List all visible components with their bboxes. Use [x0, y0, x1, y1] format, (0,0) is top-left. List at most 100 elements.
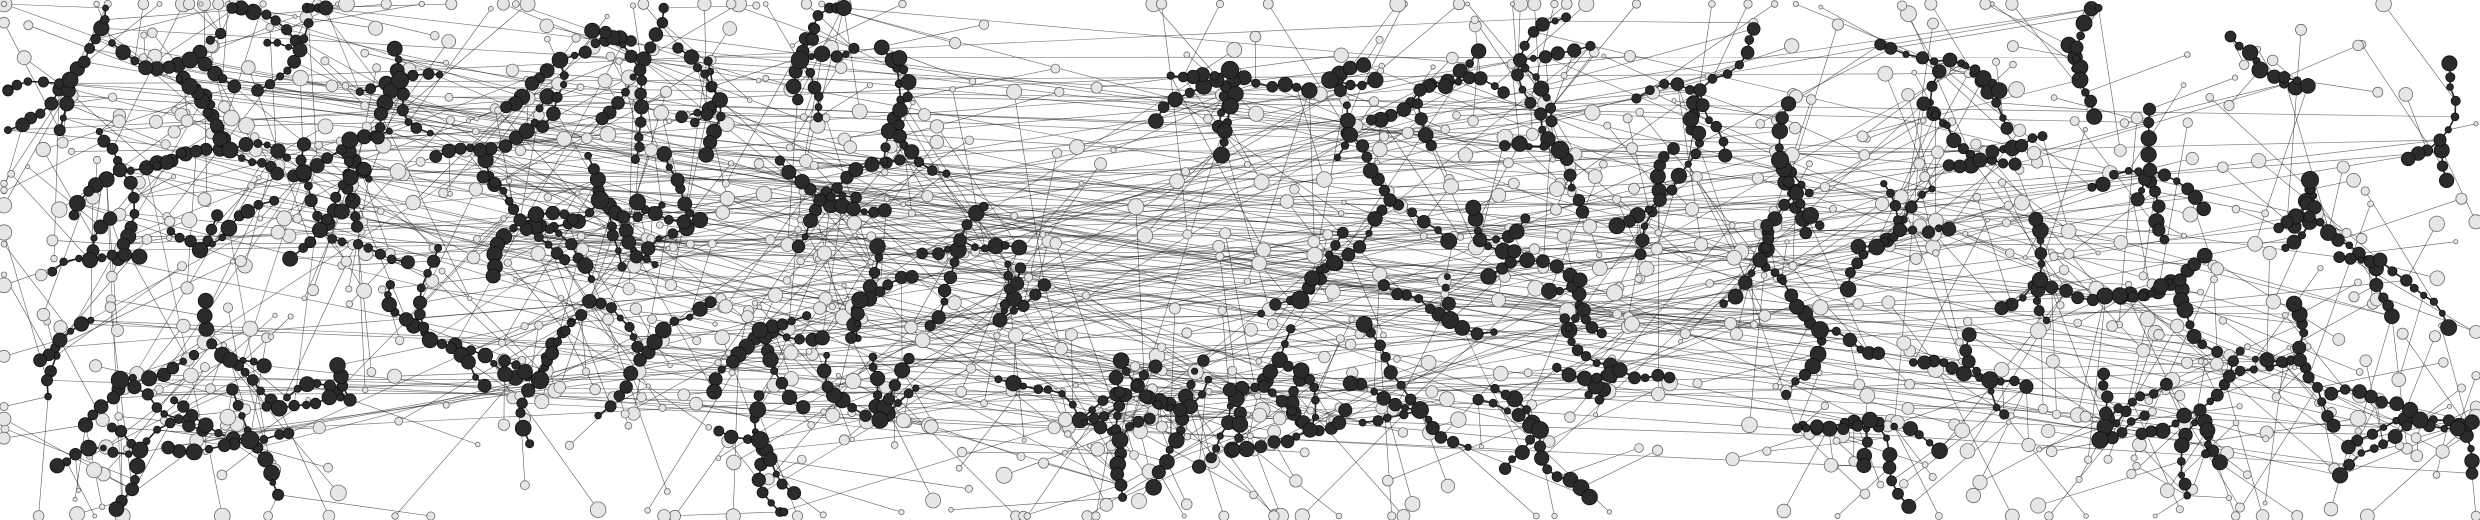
leaf-node [900, 201, 906, 208]
cross-link-edge [689, 115, 1391, 318]
core-node [1473, 71, 1488, 86]
core-node [1033, 384, 1044, 395]
core-node [44, 96, 59, 111]
core-node [1361, 151, 1373, 163]
leaf-node [0, 224, 13, 241]
core-node [1282, 360, 1294, 372]
leaf-node [1792, 1, 1799, 7]
core-node [1332, 415, 1347, 430]
core-node [209, 118, 224, 133]
core-node [663, 214, 674, 225]
leaf-node [622, 282, 636, 296]
core-node [161, 440, 175, 455]
core-node [874, 253, 884, 262]
leaf-node [1935, 512, 1943, 520]
core-node [272, 488, 285, 501]
core-node [1480, 268, 1497, 285]
core-node [472, 373, 480, 381]
leaf-node [620, 409, 630, 419]
leaf-edge [817, 84, 871, 118]
core-node [703, 56, 713, 66]
core-node [497, 366, 513, 383]
leaf-node [782, 276, 792, 285]
leaf-edge [1709, 283, 1849, 290]
core-node [1670, 77, 1685, 91]
leaf-edge [74, 424, 86, 500]
leaf-node [719, 190, 735, 207]
core-node [386, 40, 403, 57]
core-node [1097, 395, 1109, 407]
leaf-node [589, 383, 601, 396]
leaf-node [2348, 291, 2360, 303]
core-node [226, 2, 239, 14]
core-node [1513, 53, 1528, 68]
core-node [1404, 393, 1417, 406]
core-node [1464, 443, 1472, 451]
core-node [1343, 101, 1351, 110]
core-node [189, 144, 203, 158]
leaf-node [23, 20, 34, 31]
leaf-node [1924, 0, 1938, 11]
leaf-node [53, 320, 68, 335]
leaf-node [1584, 104, 1601, 121]
leaf-edge [1800, 203, 1834, 210]
core-node [1525, 434, 1536, 445]
cross-link-edge [872, 218, 1376, 358]
leaf-node [834, 61, 848, 74]
leaf-edge [600, 303, 668, 492]
leaf-edge [1198, 377, 1208, 467]
leaf-node [2170, 318, 2185, 333]
leaf-edge [95, 3, 234, 40]
core-node [156, 367, 171, 382]
leaf-edge [863, 211, 947, 291]
core-node [1304, 373, 1316, 385]
leaf-node [16, 50, 32, 66]
leaf-node [438, 187, 449, 199]
leaf-node [964, 484, 973, 493]
leaf-node [1218, 510, 1230, 520]
leaf-node [164, 215, 176, 227]
core-node [762, 351, 779, 368]
core-node [1358, 418, 1367, 427]
leaf-node [978, 19, 990, 30]
leaf-edge [1912, 229, 1962, 362]
leaf-edge [1907, 407, 1997, 409]
core-node [87, 409, 99, 421]
leaf-edge [643, 58, 818, 126]
core-node [1425, 139, 1437, 152]
leaf-node [2073, 318, 2083, 328]
core-node [374, 122, 386, 133]
leaf-node [270, 224, 286, 240]
core-node [329, 357, 346, 374]
leaf-edge [111, 427, 230, 436]
leaf-node [1823, 458, 1839, 473]
leaf-node [2360, 186, 2370, 196]
leaf-node [2106, 320, 2118, 332]
leaf-node [2084, 455, 2093, 464]
leaf-node [2218, 316, 2227, 325]
leaf-edge [2283, 77, 2330, 231]
core-node [381, 296, 397, 313]
leaf-edge [227, 307, 239, 366]
core-node [651, 261, 659, 269]
leaf-node [644, 507, 651, 514]
core-node [1571, 344, 1584, 356]
leaf-edge [1934, 234, 2002, 309]
leaf-edge [501, 179, 599, 344]
core-node [616, 314, 624, 322]
leaf-node [2136, 343, 2151, 358]
leaf-node [1741, 416, 1758, 434]
core-node [1561, 12, 1571, 23]
leaf-node [1050, 63, 1061, 74]
core-node [706, 67, 715, 76]
cross-link-edge [899, 136, 1953, 369]
core-node [248, 158, 257, 167]
core-node [624, 321, 635, 333]
leaf-edge [1563, 45, 1591, 76]
core-node [1498, 462, 1512, 475]
core-node [655, 235, 663, 243]
core-node [647, 205, 663, 221]
leaf-edge [1175, 99, 1342, 214]
leaf-edge [610, 385, 649, 407]
core-node [205, 35, 215, 45]
